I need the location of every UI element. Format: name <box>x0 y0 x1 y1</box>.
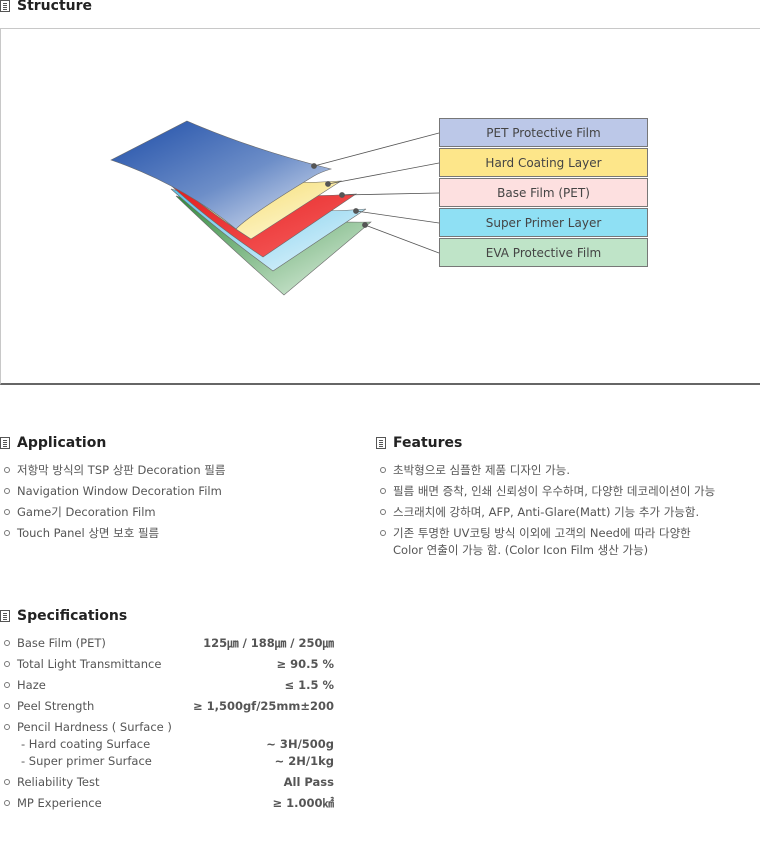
list-item-line: 기존 투명한 UV코팅 방식 이외에 고객의 Need에 따라 다양한 <box>393 526 691 540</box>
spec-value: ~ 3H/500g <box>266 737 334 751</box>
structure-title: Structure <box>0 0 92 15</box>
spec-value: 125㎛ / 188㎛ / 250㎛ <box>203 636 334 650</box>
spec-value: ≥ 1.000㎢ <box>272 796 334 810</box>
spec-value: ≥ 90.5 % <box>276 657 334 671</box>
features-title-text: Features <box>393 435 463 451</box>
features-list: 초박형으로 심플한 제품 디자인 가능. 필름 배면 증착, 인쇄 신뢰성이 우… <box>376 460 760 561</box>
spec-label: Reliability Test <box>4 775 100 789</box>
list-item: Game기 Decoration Film <box>0 502 225 523</box>
application-title: Application <box>0 434 106 452</box>
layer-label-text: EVA Protective Film <box>485 246 602 260</box>
spec-row-pencil-hardness: Pencil Hardness ( Surface ) <box>0 719 340 736</box>
leader-line-eva <box>364 224 440 254</box>
document-icon <box>0 437 10 449</box>
pet-protective-film-sheet <box>110 120 333 230</box>
spec-value: ≥ 1,500gf/25mm±200 <box>192 699 334 713</box>
leader-line-base-film <box>341 192 440 196</box>
document-icon <box>0 610 10 622</box>
spec-row-reliability-test: Reliability Test All Pass <box>0 774 340 791</box>
document-icon <box>0 0 10 12</box>
spec-row-peel-strength: Peel Strength ≥ 1,500gf/25mm±200 <box>0 698 340 715</box>
leader-line-super-primer <box>355 210 440 224</box>
application-list: 저항막 방식의 TSP 상판 Decoration 필름 Navigation … <box>0 460 225 544</box>
leader-line-hard-coating <box>327 162 440 185</box>
spec-label: Pencil Hardness ( Surface ) <box>4 720 172 734</box>
spec-value: ~ 2H/1kg <box>274 754 334 768</box>
structure-title-text: Structure <box>17 0 93 14</box>
spec-label: Haze <box>4 678 46 692</box>
spec-value: ≤ 1.5 % <box>284 678 334 692</box>
layer-label-pet-protective-film: PET Protective Film <box>439 118 648 147</box>
layer-label-base-film: Base Film (PET) <box>439 178 648 207</box>
list-item-line: Color 연출이 가능 함. (Color Icon Film 생산 가능) <box>393 543 649 557</box>
layer-label-text: Hard Coating Layer <box>485 156 602 170</box>
list-item: 필름 배면 증착, 인쇄 신뢰성이 우수하며, 다양한 데코레이션이 가능 <box>376 481 760 502</box>
spec-label: - Hard coating Surface <box>21 737 151 751</box>
list-item: 스크래치에 강하며, AFP, Anti-Glare(Matt) 기능 추가 가… <box>376 502 760 523</box>
list-item: 초박형으로 심플한 제품 디자인 가능. <box>376 460 760 481</box>
layer-label-hard-coating-layer: Hard Coating Layer <box>439 148 648 177</box>
specifications-title-text: Specifications <box>17 608 128 624</box>
layer-label-text: Base Film (PET) <box>497 186 590 200</box>
spec-label: Total Light Transmittance <box>3 657 162 671</box>
spec-label: - Super primer Surface <box>21 754 152 768</box>
structure-diagram-panel: PET Protective Film Hard Coating Layer B… <box>0 28 760 385</box>
spec-row-super-primer-surface: - Super primer Surface ~ 2H/1kg <box>0 753 340 770</box>
list-item: 저항막 방식의 TSP 상판 Decoration 필름 <box>0 460 225 481</box>
layer-stack-illustration <box>110 120 440 296</box>
layer-label-text: Super Primer Layer <box>485 216 602 230</box>
list-item: Navigation Window Decoration Film <box>0 481 225 502</box>
layer-label-super-primer-layer: Super Primer Layer <box>439 208 648 237</box>
application-title-text: Application <box>17 435 107 451</box>
spec-row-mp-experience: MP Experience ≥ 1.000㎢ <box>0 795 340 812</box>
spec-value: All Pass <box>283 775 334 789</box>
list-item: 기존 투명한 UV코팅 방식 이외에 고객의 Need에 따라 다양한 Colo… <box>376 523 760 561</box>
spec-label: MP Experience <box>4 796 102 810</box>
spec-label: Peel Strength <box>3 699 95 713</box>
list-item: Touch Panel 상면 보호 필름 <box>0 523 225 544</box>
features-title: Features <box>376 434 462 452</box>
layer-label-eva-protective-film: EVA Protective Film <box>439 238 648 267</box>
spec-label: Base Film (PET) <box>4 636 106 650</box>
spec-row-hard-coating-surface: - Hard coating Surface ~ 3H/500g <box>0 736 340 753</box>
layer-label-text: PET Protective Film <box>486 126 601 140</box>
leader-line-pet <box>313 132 440 167</box>
spec-row-light-transmittance: Total Light Transmittance ≥ 90.5 % <box>0 656 340 673</box>
spec-row-haze: Haze ≤ 1.5 % <box>0 677 340 694</box>
specifications-title: Specifications <box>0 607 127 625</box>
spec-row-base-film: Base Film (PET) 125㎛ / 188㎛ / 250㎛ <box>0 635 340 652</box>
document-icon <box>376 437 386 449</box>
